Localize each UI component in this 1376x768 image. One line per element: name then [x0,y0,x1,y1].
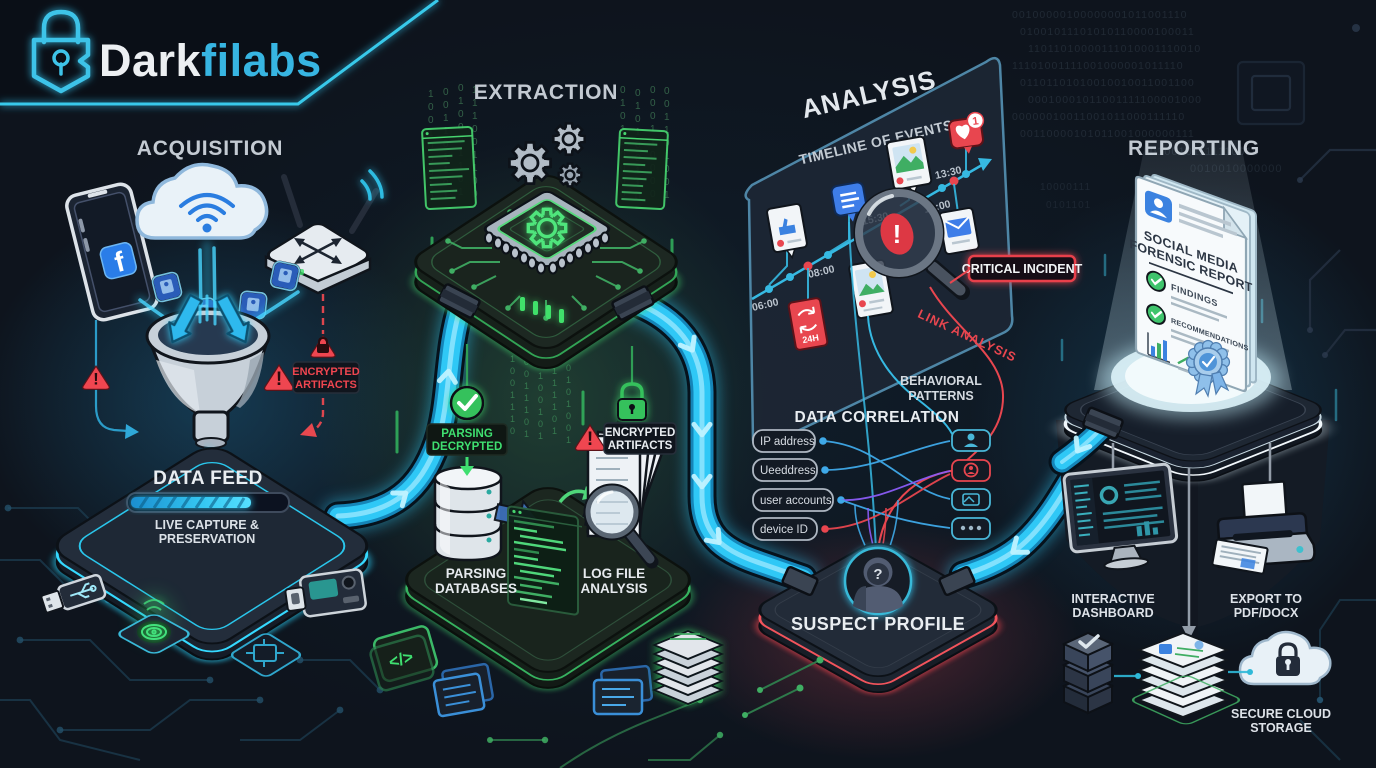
svg-text:user accounts: user accounts [760,495,832,507]
svg-text:DATABASES: DATABASES [435,581,517,596]
svg-text:0011101: 0011101 [524,357,529,439]
svg-text:1: 1 [972,115,980,128]
svg-text:11011010000111010001110010: 11011010000111010001110010 [1028,43,1201,55]
svg-text:1001110: 1001110 [510,354,515,436]
svg-text:1100101: 1100101 [538,359,543,441]
svg-text:!: ! [276,369,282,390]
svg-text:ACQUISITION: ACQUISITION [137,137,283,160]
svg-text:DATA FEED: DATA FEED [153,468,263,489]
svg-text:PARSING: PARSING [441,428,493,440]
svg-text:ENCRYPTED: ENCRYPTED [605,427,676,439]
svg-text:SUSPECT PROFILE: SUSPECT PROFILE [791,614,965,634]
svg-text:!: ! [93,370,99,389]
svg-text:INTERACTIVE: INTERACTIVE [1071,592,1154,606]
svg-text:ANALYSIS: ANALYSIS [580,581,647,596]
svg-text:Darkfilabs: Darkfilabs [99,35,322,86]
svg-text:00100000100000001011001110: 00100000100000001011001110 [1012,9,1188,21]
svg-text:?: ? [873,566,882,583]
svg-text:BEHAVIORAL: BEHAVIORAL [900,374,982,388]
svg-text:IP address: IP address [760,436,815,448]
svg-text:PDF/DOCX: PDF/DOCX [1234,606,1299,620]
svg-text:01101101010010010011001100: 01101101010010010011001100 [1020,77,1195,89]
svg-text:DASHBOARD: DASHBOARD [1072,606,1153,620]
svg-text:24H: 24H [802,332,820,345]
svg-text:00000010011001011000111110: 00000010011001011000111110 [1012,111,1185,123]
svg-text:EXPORT TO: EXPORT TO [1230,592,1302,606]
svg-text:device ID: device ID [760,524,808,536]
svg-text:06:00: 06:00 [751,296,780,314]
svg-text:08:00: 08:00 [807,263,836,281]
svg-text:00110000101011001000000111: 00110000101011001000000111 [1020,128,1195,140]
svg-text:01001011101010110000100011: 01001011101010110000100011 [1020,26,1195,38]
svg-text:ARTIFACTS: ARTIFACTS [295,379,357,391]
svg-text:10000111: 10000111 [1040,182,1091,193]
svg-text:0101101: 0101101 [1046,200,1091,211]
svg-text:PRESERVATION: PRESERVATION [159,532,256,546]
svg-text:EXTRACTION: EXTRACTION [474,81,619,104]
svg-text:CRITICAL INCIDENT: CRITICAL INCIDENT [962,262,1083,276]
svg-text:DECRYPTED: DECRYPTED [432,441,503,453]
svg-text:DATA CORRELATION: DATA CORRELATION [795,409,960,426]
svg-text:ARTIFACTS: ARTIFACTS [608,440,673,452]
svg-text:LOG FILE: LOG FILE [583,566,645,581]
svg-text:ENCRYPTED: ENCRYPTED [292,366,359,378]
svg-text:PARSING: PARSING [446,566,507,581]
svg-text:!: ! [893,219,902,249]
svg-text:SECURE CLOUD: SECURE CLOUD [1231,707,1331,721]
svg-text:00010001011001111100001000: 00010001011001111100001000 [1028,94,1202,106]
svg-text:PATTERNS: PATTERNS [908,389,974,403]
svg-text:11101001111001000001011110: 11101001111001000001011110 [1012,60,1184,72]
svg-text:13:30: 13:30 [934,164,963,182]
svg-text:LIVE CAPTURE &: LIVE CAPTURE & [155,518,259,532]
svg-text:!: ! [587,429,593,450]
svg-text:Ueeddress: Ueeddress [760,465,816,477]
svg-text:STORAGE: STORAGE [1250,721,1312,735]
svg-text:0101001: 0101001 [566,363,571,445]
